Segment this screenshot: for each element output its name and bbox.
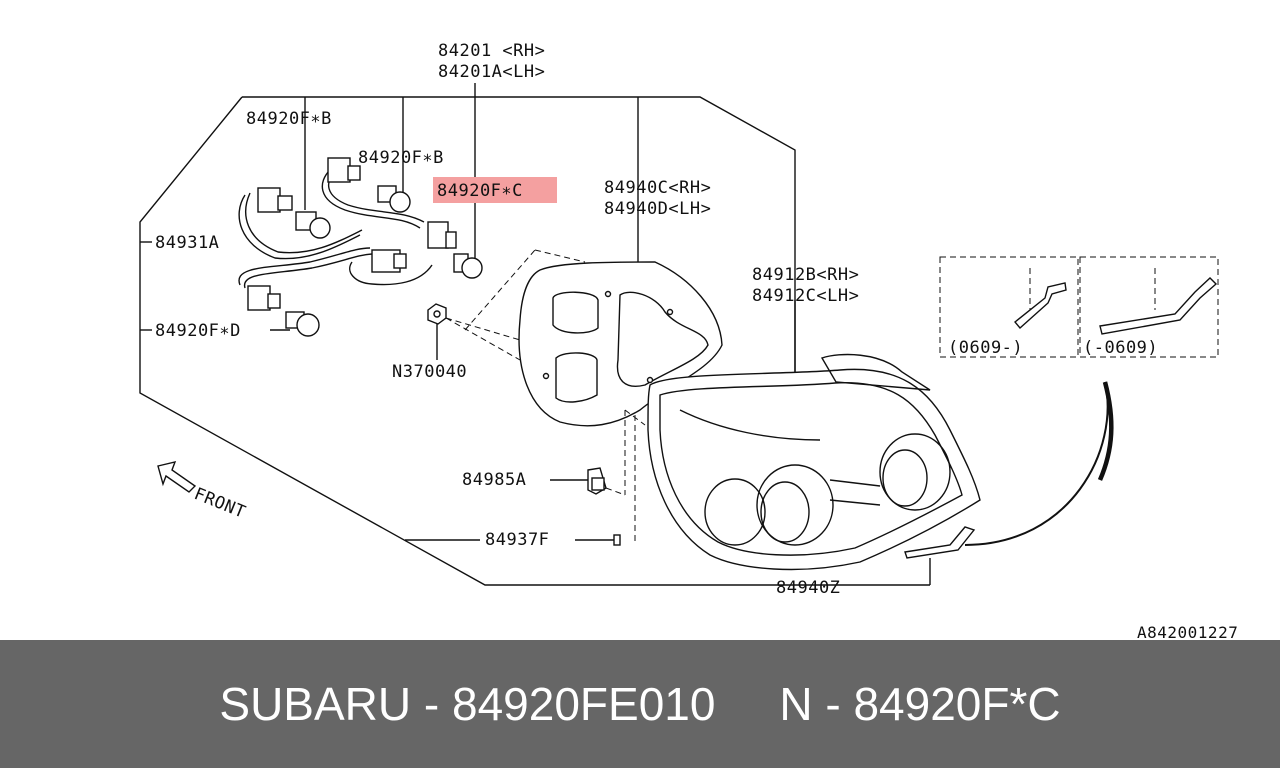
socket-bulb-b2 (327, 157, 411, 213)
label-84937f: 84937F (485, 530, 549, 550)
lamp-housing (647, 353, 981, 571)
inset-boxes (939, 256, 1219, 358)
socket-bulb-b1 (257, 187, 331, 239)
label-0609-from: (0609-) (948, 338, 1023, 358)
label-84912c-lh: 84912C<LH> (752, 286, 859, 306)
label-0609-to: (-0609) (1083, 338, 1158, 358)
label-front: FRONT (191, 484, 248, 523)
diagram-id: A842001227 (1137, 623, 1238, 640)
label-84920f-b-1: 84920F∗B (246, 109, 332, 129)
diagram-frame (242, 96, 796, 375)
footer-text: SUBARU - 84920FE010 N - 84920F*C (219, 678, 1061, 730)
label-84940z: 84940Z (776, 578, 840, 598)
label-84940c-rh: 84940C<RH> (604, 178, 711, 198)
footer-part-number: 84920FE010 (452, 678, 716, 730)
parts-diagram: 84201 <RH> 84201A<LH> 84920F∗B 84920F∗B … (139, 41, 1238, 640)
label-84201-rh: 84201 <RH> (438, 41, 545, 61)
socket-bulb-d (247, 285, 320, 337)
front-arrow-icon (157, 461, 197, 493)
wire-harness (238, 169, 433, 289)
seal-strip (904, 526, 976, 559)
label-84920f-c: 84920F∗C (437, 181, 523, 201)
label-84940d-lh: 84940D<LH> (604, 199, 711, 219)
label-84920f-b-2: 84920F∗B (358, 148, 444, 168)
label-84920f-d: 84920F∗D (155, 321, 241, 341)
footer-brand: SUBARU (219, 678, 412, 730)
socket-bulb-c (427, 221, 483, 279)
fastener (613, 534, 621, 546)
footer-ref: N - 84920F*C (779, 678, 1061, 730)
nut (427, 303, 447, 325)
label-84201a-lh: 84201A<LH> (438, 62, 545, 82)
highlight-box (433, 177, 557, 203)
label-n370040: N370040 (392, 362, 467, 382)
clip (587, 467, 607, 495)
label-84985a: 84985A (462, 470, 526, 490)
footer-banner: SUBARU - 84920FE010 N - 84920F*C (0, 640, 1280, 768)
label-84931a: 84931A (155, 233, 219, 253)
label-84912b-rh: 84912B<RH> (752, 265, 859, 285)
